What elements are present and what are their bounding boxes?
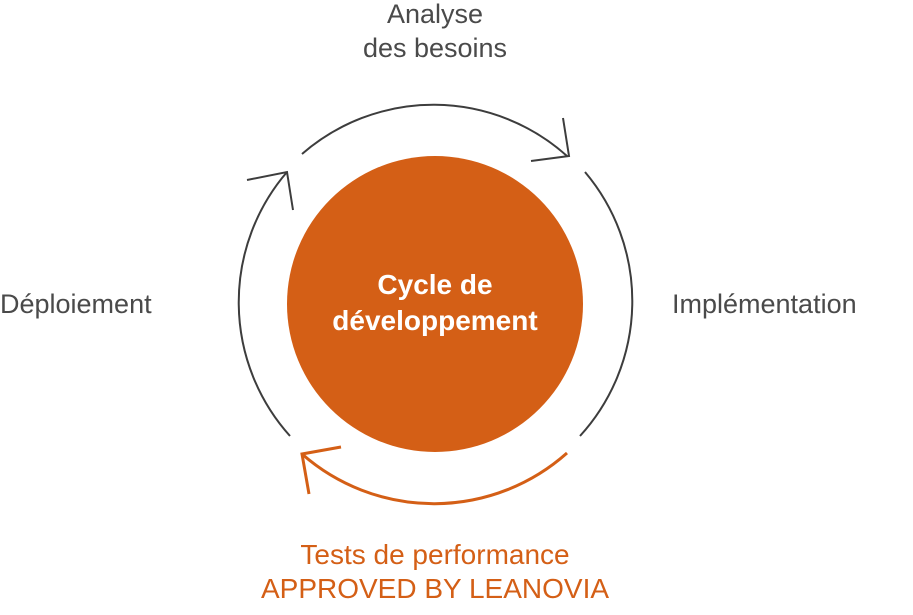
stage-tests-line2: APPROVED BY LEANOVIA [260,572,610,604]
arrow-head-bottom-icon [300,445,342,495]
stage-analyse: Analyse des besoins [300,0,570,66]
stage-implementation: Implémentation [672,289,857,319]
center-label-line2: développement [332,305,538,336]
arrow-head-left-icon [246,170,294,211]
center-label: Cycle de développement [287,155,583,451]
arrow-head-top-icon [530,117,571,162]
stage-analyse-line1: Analyse [386,0,484,29]
arc-bottom [301,451,568,506]
stage-deploiement: Déploiement [0,289,152,319]
center-label-line1: Cycle de [377,268,493,300]
stage-tests: Tests de performance APPROVED BY LEANOVI… [200,538,670,605]
arc-right [579,171,634,437]
stage-analyse-line2: des besoins [362,32,508,63]
arc-top [301,103,568,157]
arc-left [237,171,291,437]
center-circle [287,156,583,452]
stage-tests-line1: Tests de performance [300,539,570,570]
